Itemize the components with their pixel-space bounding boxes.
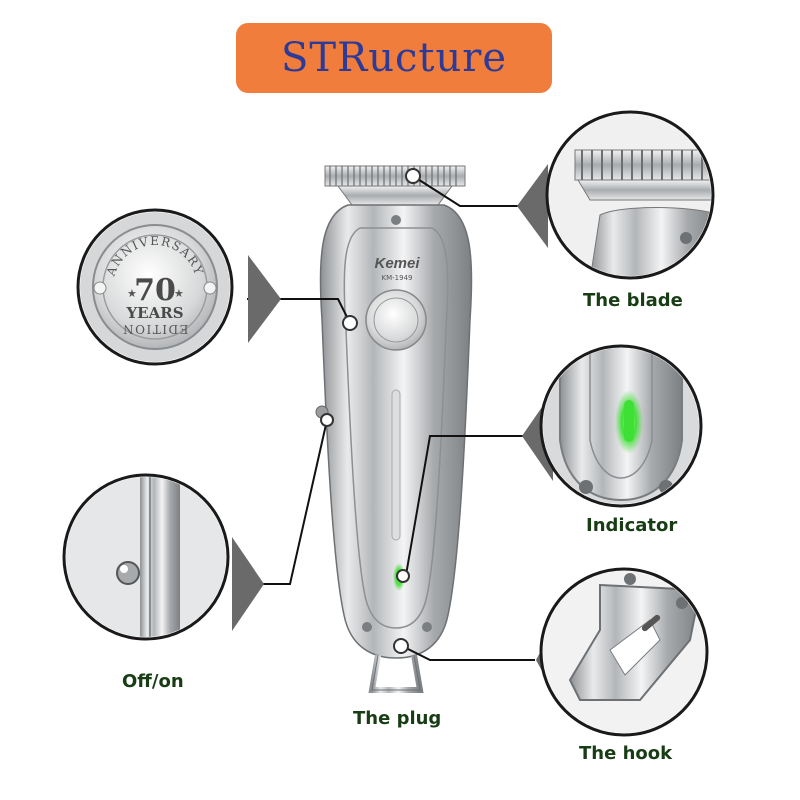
brand-logo: Kemei xyxy=(374,255,420,272)
label-offon: Off/on xyxy=(122,671,184,692)
seal-number: 70 xyxy=(134,273,176,308)
clipper-body xyxy=(315,165,473,693)
seal-star-left: ★ xyxy=(127,287,137,300)
label-plug: The plug xyxy=(353,708,442,729)
connector-markers xyxy=(320,168,421,654)
clipper-blade xyxy=(324,165,466,206)
page-title: STRucture xyxy=(281,35,507,81)
callout-blade xyxy=(517,110,715,280)
label-blade: The blade xyxy=(583,290,683,311)
model-number: KM-1949 xyxy=(381,274,413,282)
callout-indicator xyxy=(522,344,703,508)
label-indicator: Indicator xyxy=(586,515,678,536)
seal-bottom-arc: EDITION xyxy=(122,322,189,336)
callout-hook xyxy=(536,567,709,737)
label-hook: The hook xyxy=(579,743,673,764)
seal-unit: YEARS xyxy=(125,304,183,322)
callout-seal: ANNIVERSARY 70 ★ ★ YEARS EDITION xyxy=(76,208,281,366)
seal-star-right: ★ xyxy=(174,287,184,300)
callout-offon xyxy=(62,473,264,641)
title-banner: STRucture xyxy=(236,23,552,93)
